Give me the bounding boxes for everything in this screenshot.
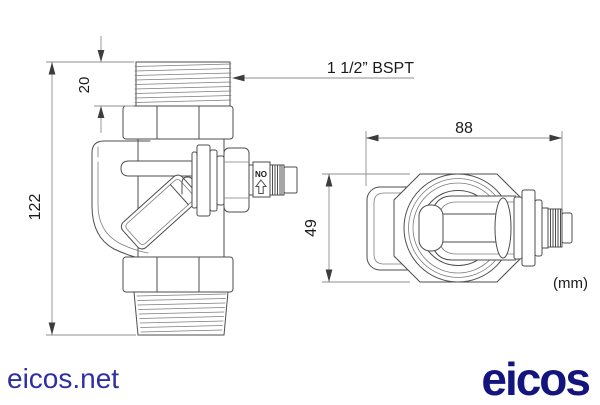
- paddle: [120, 174, 200, 250]
- units-label: (mm): [553, 275, 588, 292]
- paddle-slot: [120, 160, 205, 177]
- top-hex-nut: [122, 105, 234, 140]
- dimension-overall-height: 122: [27, 61, 136, 336]
- top-thread: [134, 61, 232, 107]
- sensor-washers: [191, 144, 225, 217]
- thread-spec-leader: 1 1/2” BSPT: [232, 60, 414, 82]
- bottom-hex-nut: [122, 256, 234, 293]
- technical-drawing: NO 1 1/2” BSPT 122: [27, 36, 588, 336]
- dimension-body-height: 49: [303, 173, 410, 283]
- leader-arrow-icon: [232, 74, 245, 82]
- sensor-no-port: NO: [252, 161, 271, 198]
- brand-logo: eicos: [481, 353, 591, 405]
- sensor-connector: [269, 164, 298, 196]
- no-label: NO: [255, 170, 267, 179]
- side-view: 88 49 (mm): [303, 120, 588, 292]
- elbow-housing: [91, 140, 151, 261]
- flow-direction-arrow-icon: [254, 179, 268, 194]
- front-view: NO 1 1/2” BSPT 122: [27, 36, 414, 336]
- thread-spec-label: 1 1/2” BSPT: [327, 60, 414, 77]
- side-sensor-stack: [513, 189, 573, 267]
- paddle-assembly-side: [418, 195, 517, 261]
- overall-length-label: 88: [455, 120, 473, 137]
- overall-height-label: 122: [27, 194, 44, 221]
- dimension-overall-length: 88: [365, 120, 563, 209]
- website-link[interactable]: eicos.net: [7, 363, 120, 394]
- sensor-hex: [223, 147, 254, 213]
- thread-length-label: 20: [76, 77, 93, 94]
- dimension-thread-length: 20: [76, 36, 134, 133]
- body-height-label: 49: [303, 219, 320, 237]
- bottom-thread: [133, 291, 229, 336]
